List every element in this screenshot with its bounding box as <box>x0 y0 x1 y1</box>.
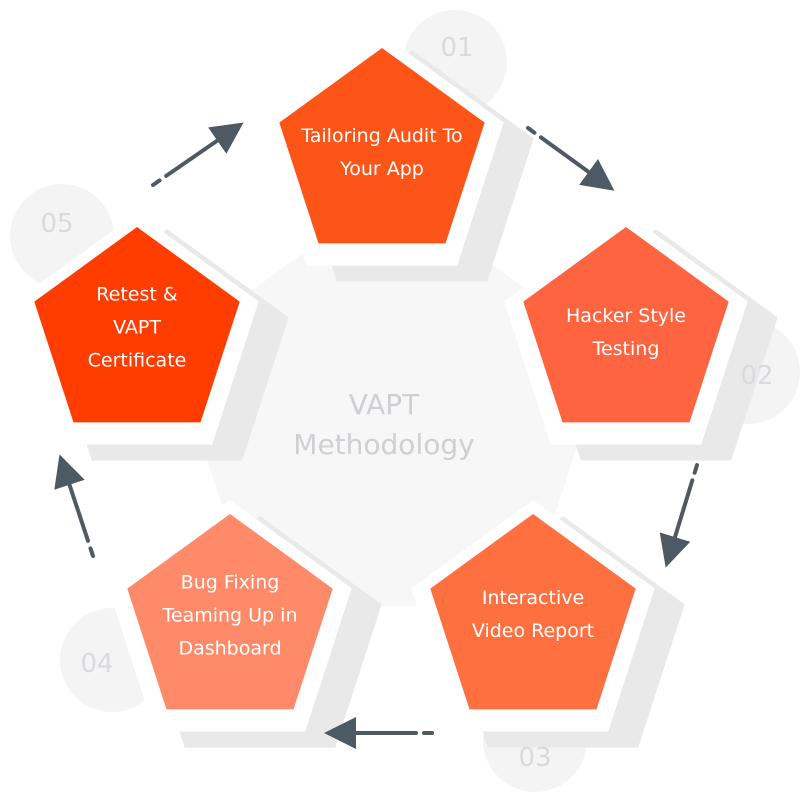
flow-arrow-3 <box>659 463 699 568</box>
step-pentagon-03 <box>430 514 636 710</box>
step-number-02: 02 <box>740 361 774 391</box>
step-number-04: 04 <box>80 649 114 679</box>
step-number-05: 05 <box>40 209 74 239</box>
step-label-interactive-video-report: Interactive Video Report <box>471 587 595 642</box>
flow-arrow-5 <box>54 454 95 558</box>
step-label-retest-certificate: Retest & VAPT Certificate <box>87 283 187 372</box>
center-title-line1: VAPT <box>348 388 420 421</box>
step-number-01: 01 <box>440 33 474 63</box>
center-title: VAPT Methodology <box>293 385 474 465</box>
step-pentagon-04 <box>127 514 333 710</box>
step-pentagon-01 <box>279 48 485 244</box>
step-number-03: 03 <box>518 743 552 773</box>
step-label-tailoring-audit: Tailoring Audit To Your App <box>301 125 463 180</box>
step-pentagon-05 <box>34 227 240 423</box>
step-pentagon-02 <box>523 227 729 423</box>
step-label-bug-fixing: Bug Fixing Teaming Up in Dashboard <box>162 571 298 660</box>
center-title-line2: Methodology <box>293 428 475 461</box>
flow-arrow-2 <box>526 126 615 191</box>
flow-arrow-1 <box>151 122 244 187</box>
step-label-hacker-style-testing: Hacker Style Testing <box>566 305 686 360</box>
center-pentagon <box>171 190 609 607</box>
